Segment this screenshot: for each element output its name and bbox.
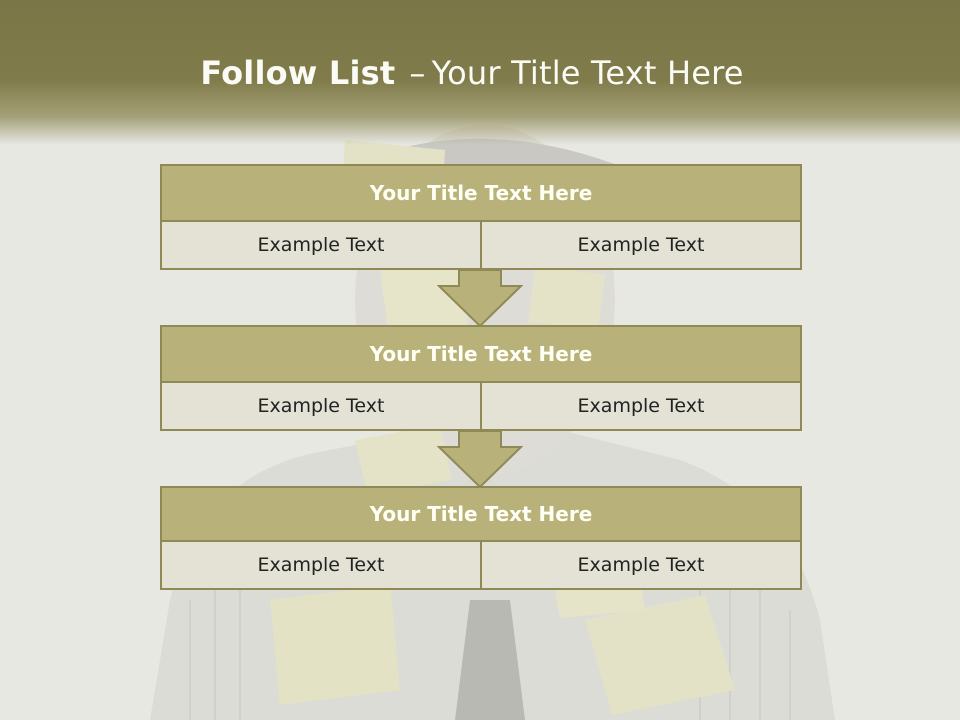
step-block-3: Your Title Text Here Example Text Exampl… bbox=[160, 486, 802, 590]
step-2-left-text: Example Text bbox=[160, 383, 480, 431]
step-block-1: Your Title Text Here Example Text Exampl… bbox=[160, 164, 802, 270]
step-3-left-text: Example Text bbox=[160, 542, 480, 590]
step-title-3: Your Title Text Here bbox=[160, 486, 802, 542]
step-title-2: Your Title Text Here bbox=[160, 325, 802, 383]
step-cells-1: Example Text Example Text bbox=[160, 222, 802, 270]
slide-title: Follow List–Your Title Text Here bbox=[0, 54, 944, 92]
step-1-right-text: Example Text bbox=[480, 222, 802, 270]
step-cells-3: Example Text Example Text bbox=[160, 542, 802, 590]
title-separator: – bbox=[409, 54, 426, 92]
step-cells-2: Example Text Example Text bbox=[160, 383, 802, 431]
down-arrow-icon-2 bbox=[437, 430, 523, 489]
header-band bbox=[0, 0, 960, 145]
step-3-right-text: Example Text bbox=[480, 542, 802, 590]
step-1-left-text: Example Text bbox=[160, 222, 480, 270]
step-block-2: Your Title Text Here Example Text Exampl… bbox=[160, 325, 802, 431]
down-arrow-icon-1 bbox=[437, 269, 523, 328]
step-2-right-text: Example Text bbox=[480, 383, 802, 431]
step-title-1: Your Title Text Here bbox=[160, 164, 802, 222]
title-bold: Follow List bbox=[200, 54, 396, 92]
title-rest: Your Title Text Here bbox=[431, 54, 744, 92]
